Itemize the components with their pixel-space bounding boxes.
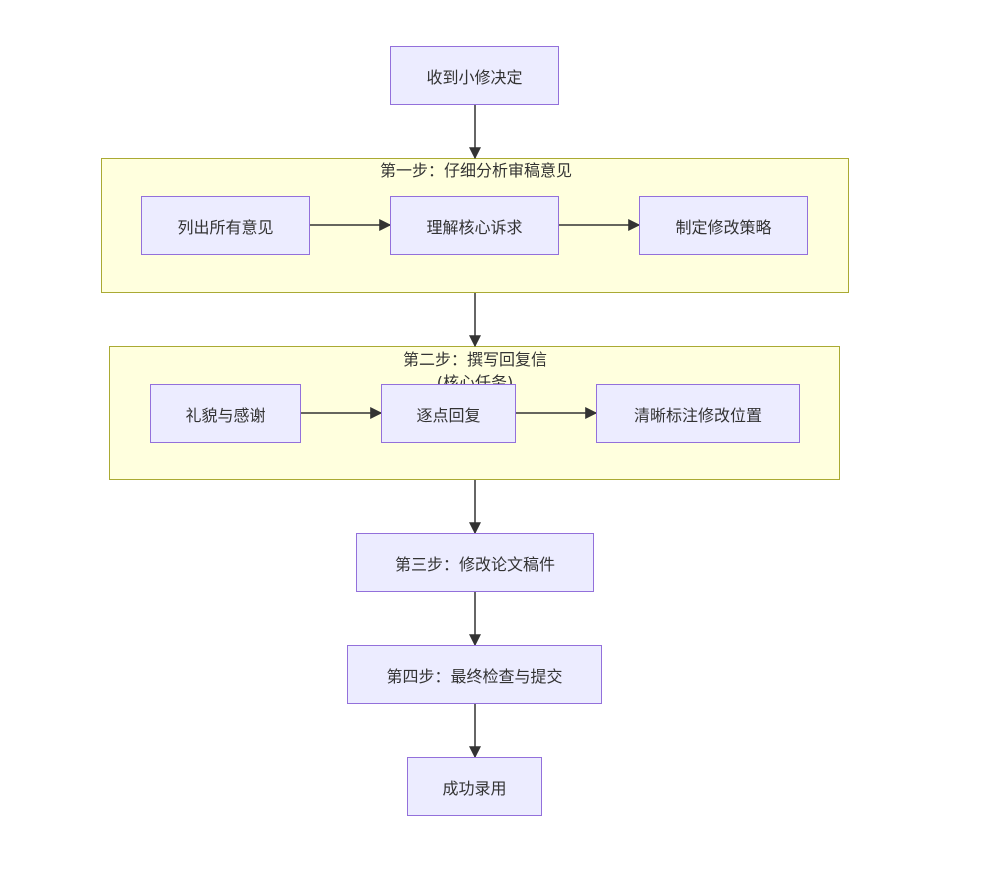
node-accepted[interactable]: 成功录用 (407, 757, 542, 816)
node-point-reply[interactable]: 逐点回复 (381, 384, 516, 443)
cluster-step1-title: 第一步：仔细分析审稿意见 (379, 161, 573, 180)
node-revise[interactable]: 第三步：修改论文稿件 (356, 533, 594, 592)
node-list-comments[interactable]: 列出所有意见 (141, 196, 310, 255)
node-understand[interactable]: 理解核心诉求 (390, 196, 559, 255)
cluster-step2-title: 第二步：撰写回复信 (402, 350, 548, 369)
node-thanks[interactable]: 礼貌与感谢 (150, 384, 301, 443)
node-mark-changes[interactable]: 清晰标注修改位置 (596, 384, 800, 443)
node-strategy[interactable]: 制定修改策略 (639, 196, 808, 255)
node-final-check[interactable]: 第四步：最终检查与提交 (347, 645, 602, 704)
node-start[interactable]: 收到小修决定 (390, 46, 559, 105)
